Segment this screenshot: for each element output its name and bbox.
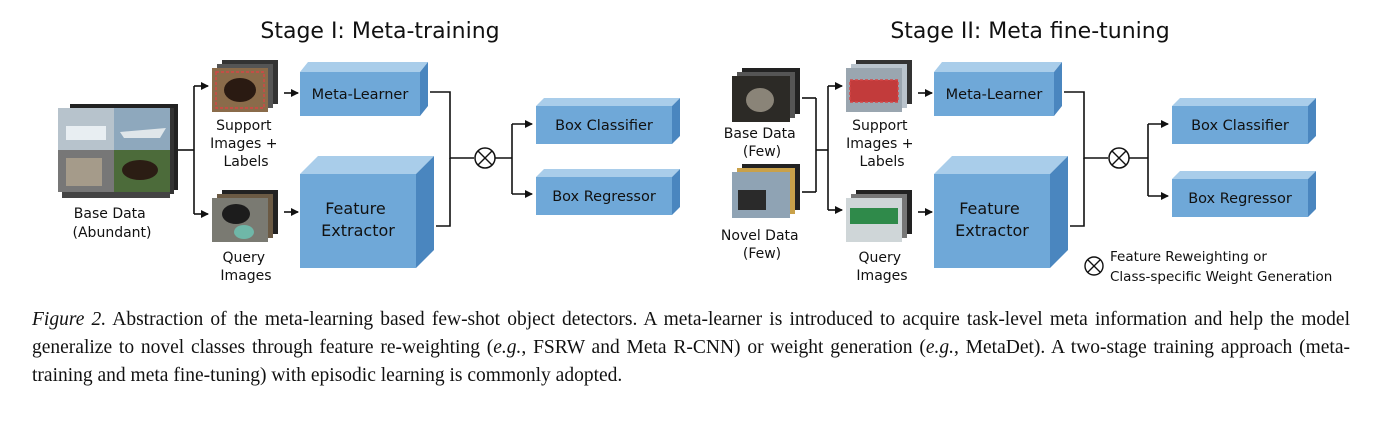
stage2-support-label: Support Images + Labels <box>846 118 918 170</box>
stage1-merge-connectors <box>430 91 474 227</box>
stage1-otimes-icon <box>474 147 496 169</box>
stage2-box-regressor-block: Box Regressor <box>1172 171 1316 217</box>
stage2-base-data-label: Base Data (Few) <box>724 126 800 160</box>
stage2-meta-learner-label: Meta-Learner <box>946 87 1043 103</box>
caption-part1: Abstraction of the meta-learning based f… <box>32 309 1350 358</box>
meta-learning-diagram: Stage I: Meta-training Base Data (Abunda… <box>58 19 1332 285</box>
stage2-support-images <box>846 60 912 112</box>
stage1-query-label: Query Images <box>220 250 271 284</box>
stage1-feature-extractor-label: Feature Extractor <box>321 199 395 240</box>
stage1-box-regressor-block: Box Regressor <box>536 169 680 215</box>
stage2-query-images <box>846 190 912 242</box>
stage2-box-regressor-label: Box Regressor <box>1188 191 1292 207</box>
stage2-feature-extractor-block: Feature Extractor <box>934 156 1068 268</box>
stage2-novel-data-images <box>732 164 800 218</box>
stage2-input-connectors <box>802 82 843 214</box>
stage2-meta-learner-block: Meta-Learner <box>934 62 1062 116</box>
stage2-box-classifier-label: Box Classifier <box>1191 118 1289 134</box>
caption-eg2: e.g. <box>925 337 954 358</box>
figure-caption: Figure 2. Abstraction of the meta-learni… <box>32 306 1350 390</box>
stage1-title: Stage I: Meta-training <box>260 19 499 44</box>
caption-part3: , MetaDet). A two-stage training approac… <box>32 337 1350 386</box>
legend-otimes-icon <box>1084 256 1104 276</box>
legend-text: Feature Reweighting or Class-specific We… <box>1110 249 1332 285</box>
stage1-box-classifier-label: Box Classifier <box>555 118 653 134</box>
stage2-base-data-images <box>732 68 800 122</box>
stage2-feature-extractor-label: Feature Extractor <box>955 199 1029 240</box>
caption-part2: , FSRW and Meta R-CNN) or weight generat… <box>521 337 926 358</box>
stage1-meta-learner-label: Meta-Learner <box>312 87 409 103</box>
stage1-box-regressor-label: Box Regressor <box>552 189 656 205</box>
stage2-query-label: Query Images <box>856 250 907 284</box>
stage1-output-connectors <box>495 120 533 198</box>
stage1-base-data-label: Base Data (Abundant) <box>73 206 152 241</box>
caption-label: Figure 2. <box>32 309 107 330</box>
stage2-merge-connectors <box>1064 91 1108 227</box>
stage1-base-data-images <box>58 104 178 198</box>
stage1-query-images <box>212 190 278 242</box>
stage2-title: Stage II: Meta fine-tuning <box>890 19 1169 44</box>
stage1-box-classifier-block: Box Classifier <box>536 98 680 144</box>
stage1-meta-learner-block: Meta-Learner <box>300 62 428 116</box>
stage1-input-connectors <box>178 82 209 218</box>
caption-eg1: e.g. <box>493 337 522 358</box>
stage2-otimes-icon <box>1108 147 1130 169</box>
stage2-output-connectors <box>1129 120 1169 200</box>
stage1-support-images <box>212 60 278 112</box>
stage2-novel-data-label: Novel Data (Few) <box>721 228 803 262</box>
stage1-feature-extractor-block: Feature Extractor <box>300 156 434 268</box>
stage2-box-classifier-block: Box Classifier <box>1172 98 1316 144</box>
stage1-support-label: Support Images + Labels <box>210 118 282 170</box>
